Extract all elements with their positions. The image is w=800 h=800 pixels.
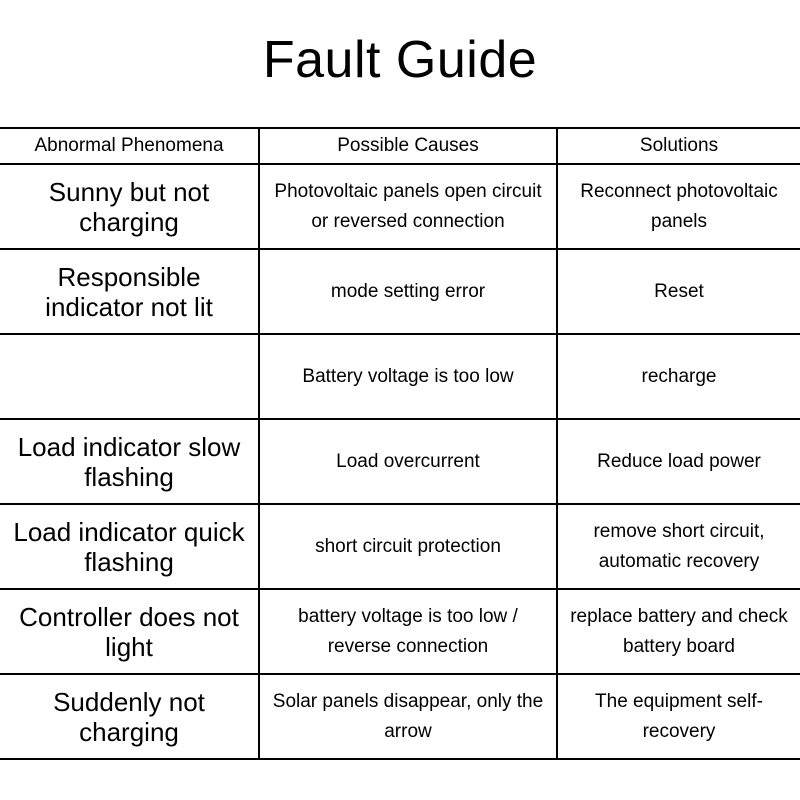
header-phenomena: Abnormal Phenomena: [0, 127, 260, 165]
phenomenon-cell: [0, 333, 260, 420]
table-row: Sunny but not charging Photovoltaic pane…: [0, 163, 800, 250]
header-causes: Possible Causes: [258, 127, 558, 165]
phenomenon-cell: Sunny but not charging: [0, 163, 260, 250]
page-title: Fault Guide: [262, 31, 538, 89]
solution-cell: remove short circuit, automatic recovery: [556, 503, 800, 590]
table-row: Controller does not light battery voltag…: [0, 588, 800, 675]
cause-cell: Photovoltaic panels open circuit or reve…: [258, 163, 558, 250]
phenomenon-cell: Responsible indicator not lit: [0, 248, 260, 335]
solution-cell: Reset: [556, 248, 800, 335]
solution-cell: Reconnect photovoltaic panels: [556, 163, 800, 250]
cause-cell: battery voltage is too low / reverse con…: [258, 588, 558, 675]
table-row: Responsible indicator not lit mode setti…: [0, 248, 800, 335]
cause-cell: short circuit protection: [258, 503, 558, 590]
cause-cell: mode setting error: [258, 248, 558, 335]
header-solutions: Solutions: [556, 127, 800, 165]
solution-cell: replace battery and check battery board: [556, 588, 800, 675]
phenomenon-cell: Load indicator slow flashing: [0, 418, 260, 505]
table-header-row: Abnormal Phenomena Possible Causes Solut…: [0, 127, 800, 165]
phenomenon-cell: Suddenly not charging: [0, 673, 260, 760]
solution-cell: recharge: [556, 333, 800, 420]
cause-cell: Load overcurrent: [258, 418, 558, 505]
fault-table: Abnormal Phenomena Possible Causes Solut…: [0, 127, 800, 760]
table-row: Suddenly not charging Solar panels disap…: [0, 673, 800, 760]
table-row: Load indicator quick flashing short circ…: [0, 503, 800, 590]
table-row: Battery voltage is too low recharge: [0, 333, 800, 420]
solution-cell: Reduce load power: [556, 418, 800, 505]
phenomenon-cell: Load indicator quick flashing: [0, 503, 260, 590]
table-row: Load indicator slow flashing Load overcu…: [0, 418, 800, 505]
cause-cell: Solar panels disappear, only the arrow: [258, 673, 558, 760]
cause-cell: Battery voltage is too low: [258, 333, 558, 420]
phenomenon-cell: Controller does not light: [0, 588, 260, 675]
solution-cell: The equipment self-recovery: [556, 673, 800, 760]
